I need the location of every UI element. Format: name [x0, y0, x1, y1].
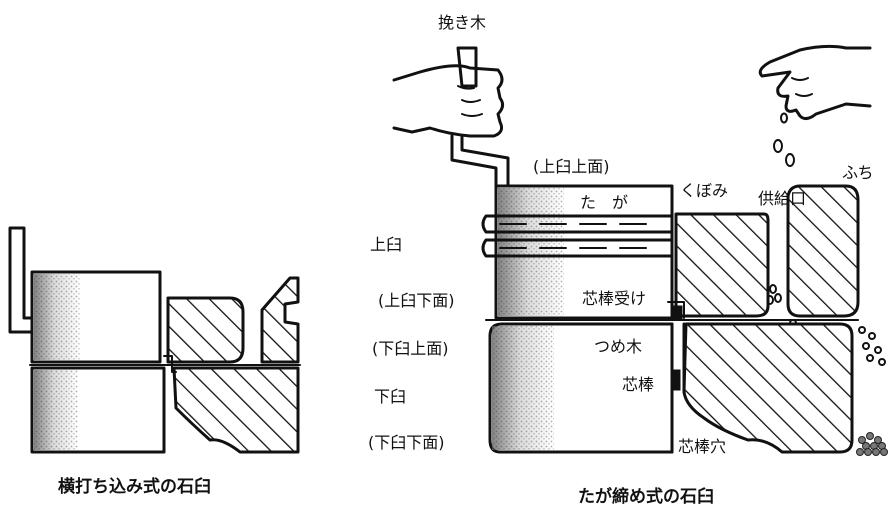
- caption-right: たが締め式の石臼: [578, 486, 714, 507]
- right-upper-hatched-block: [674, 212, 770, 318]
- label-lower-bottom-surface: (下臼下面): [368, 433, 445, 452]
- taga-band: [481, 214, 674, 258]
- hand-holding-handle-icon: [392, 46, 510, 202]
- label-taga: た が: [580, 193, 628, 212]
- left-lower-hatched-block: [172, 366, 300, 454]
- label-lower-top-surface: (下臼上面): [372, 339, 449, 358]
- right-millstone: [392, 44, 888, 456]
- left-handle-icon: [8, 226, 34, 334]
- label-tsume-gi: つめ木: [594, 337, 642, 356]
- label-lower-mill: 下臼: [374, 387, 406, 406]
- left-upper-notch-block: [260, 276, 300, 364]
- hand-pouring-icon: [758, 44, 872, 121]
- left-millstone: [8, 226, 301, 454]
- label-upper-mill: 上臼: [370, 235, 402, 254]
- label-pin-hole: 芯棒穴: [678, 437, 726, 456]
- label-pin: 芯棒: [622, 375, 654, 394]
- right-fuchi-block: [786, 184, 860, 318]
- label-fuchi: ふち: [842, 163, 874, 182]
- label-kubomi: くぼみ: [680, 181, 728, 200]
- falling-grains-icon: [766, 112, 888, 456]
- left-upper-hatched-block: [166, 296, 245, 364]
- label-handle: 挽き木: [438, 13, 486, 32]
- label-feed-port: 供給口: [758, 189, 806, 208]
- label-upper-top-surface: (上臼上面): [533, 157, 610, 176]
- caption-left: 横打ち込み式の石臼: [58, 476, 211, 497]
- right-lower-hatched-block: [682, 322, 854, 454]
- label-pin-receiver: 芯棒受け: [582, 289, 646, 308]
- label-upper-bottom-surface: (上臼下面): [378, 291, 455, 310]
